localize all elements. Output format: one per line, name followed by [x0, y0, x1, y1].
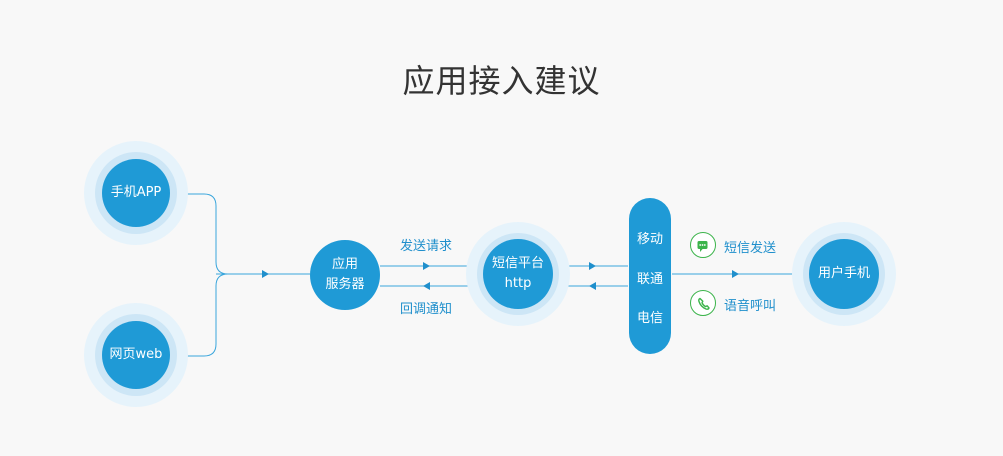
app-server-label-line2: 服务器 [325, 277, 365, 292]
web-label: 网页web [109, 347, 163, 362]
carriers-pill: 移动 联通 电信 [629, 198, 671, 354]
phone-icon [690, 290, 716, 316]
page-title: 应用接入建议 [402, 62, 601, 100]
request-label: 发送请求 [400, 239, 453, 254]
carrier-telecom: 电信 [636, 311, 663, 326]
arrow-right [423, 262, 430, 270]
arrow-left [423, 282, 430, 290]
platform-node: 短信平台 http [483, 239, 553, 309]
sms-channel-label: 短信发送 [724, 241, 777, 256]
voice-channel-label: 语音呼叫 [724, 299, 777, 314]
app-server-label-line1: 应用 [331, 257, 358, 272]
app-node: 手机APP [102, 159, 170, 227]
arrow-right [262, 270, 269, 278]
carrier-unicom: 联通 [636, 271, 663, 287]
platform-label-line1: 短信平台 [491, 256, 544, 271]
app-server-node: 应用 服务器 [310, 240, 380, 310]
user-phone-node: 用户手机 [809, 239, 879, 309]
carrier-mobile: 移动 [636, 232, 663, 247]
app-connector [172, 193, 229, 275]
platform-label-line2: http [504, 276, 532, 291]
web-connector [172, 273, 229, 357]
web-node: 网页web [102, 321, 170, 389]
app-label: 手机APP [110, 185, 162, 200]
arrow-right [589, 262, 596, 270]
arrow-left [589, 282, 596, 290]
user-phone-label: 用户手机 [817, 266, 870, 281]
arrow-right [732, 270, 739, 278]
message-icon [690, 232, 716, 258]
callback-label: 回调通知 [400, 302, 453, 317]
